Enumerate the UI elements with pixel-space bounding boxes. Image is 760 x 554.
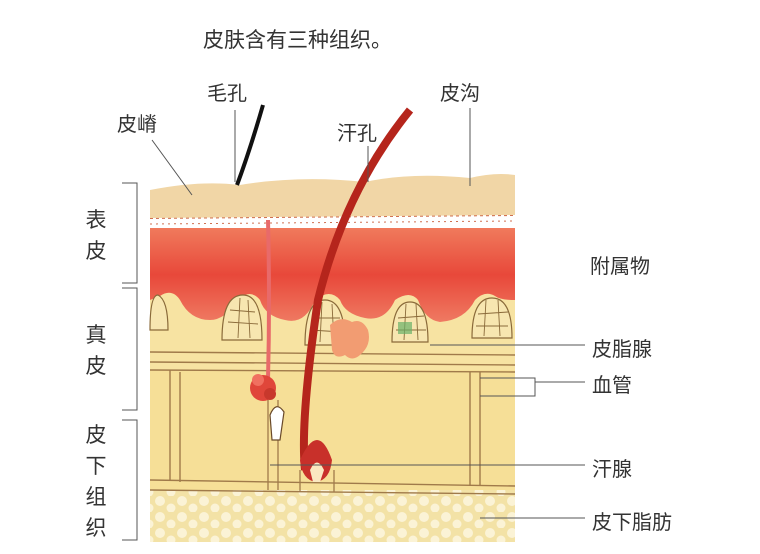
label-sweat-gland: 汗腺 [592,457,632,481]
label-blood-vessel: 血管 [592,373,632,397]
label-sweat-pore: 汗孔 [337,121,377,145]
epidermis-red-layer [150,228,515,322]
label-skin-furrow: 皮沟 [440,81,480,105]
label-subcutaneous-fat: 皮下脂肪 [592,510,672,534]
label-skin-ridge: 皮嵴 [117,112,157,136]
label-epidermis: 表皮 [85,208,107,263]
label-subcutaneous: 皮下组织 [85,423,107,540]
diagram-title: 皮肤含有三种组织。 [203,28,392,52]
skin-surface-layer [150,174,515,218]
label-pore: 毛孔 [207,81,247,105]
label-sebaceous-gland: 皮脂腺 [592,337,652,361]
label-dermis: 真皮 [85,323,107,378]
label-appendages: 附属物 [590,254,650,278]
subcutaneous-layer [150,365,515,490]
hair-shaft [235,104,265,186]
subcutaneous-fat-layer [150,488,515,542]
